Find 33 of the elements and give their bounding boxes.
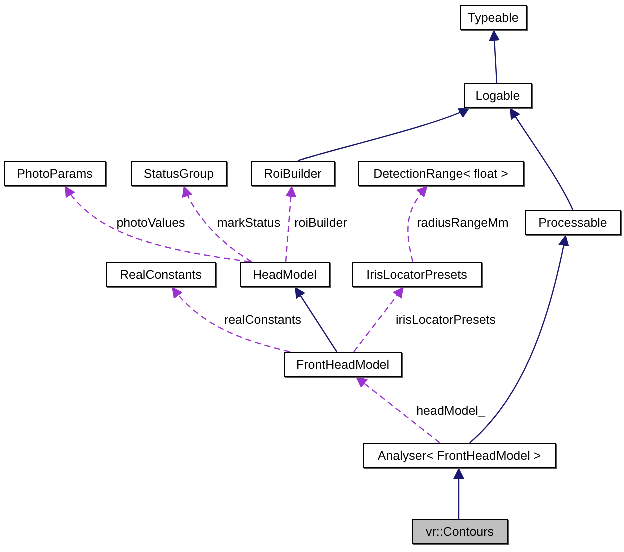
dashed-arrow (172, 286, 290, 353)
edge-label: irisLocatorPresets (394, 313, 498, 327)
class-box: RoiBuilder (251, 161, 335, 186)
edge-label: realConstants (222, 313, 304, 327)
edge-label: markStatus (215, 216, 283, 230)
class-box: RealConstants (106, 262, 216, 287)
class-box: Typeable (460, 5, 527, 30)
edge-label: roiBuilder (292, 216, 350, 230)
class-box: Logable (464, 83, 532, 108)
class-box: Processable (525, 210, 621, 235)
dashed-arrow (64, 186, 250, 263)
dashed-arrow (354, 286, 404, 352)
class-box: FrontHeadModel (284, 352, 402, 377)
class-box: PhotoParams (4, 161, 106, 186)
class-box: Analyser< FrontHeadModel > (363, 443, 556, 468)
arrow (510, 108, 574, 210)
edge-label: radiusRangeMm (415, 216, 511, 230)
arrow (470, 234, 570, 444)
arrow (298, 107, 470, 162)
arrow (454, 468, 464, 519)
arrow (294, 286, 338, 352)
class-box: StatusGroup (131, 161, 227, 186)
dashed-arrow (182, 186, 252, 262)
dashed-arrow (408, 186, 428, 262)
class-box: HeadModel (240, 262, 330, 287)
arrow (489, 30, 500, 84)
highlighted-class-box: vr::Contours (412, 519, 508, 544)
class-box: IrisLocatorPresets (352, 262, 482, 287)
class-box: DetectionRange< float > (358, 161, 524, 186)
edge-label: photoValues (114, 216, 188, 230)
edge-label: headModel_ (414, 404, 488, 418)
dashed-arrow (285, 186, 297, 262)
dashed-arrow (356, 376, 440, 444)
